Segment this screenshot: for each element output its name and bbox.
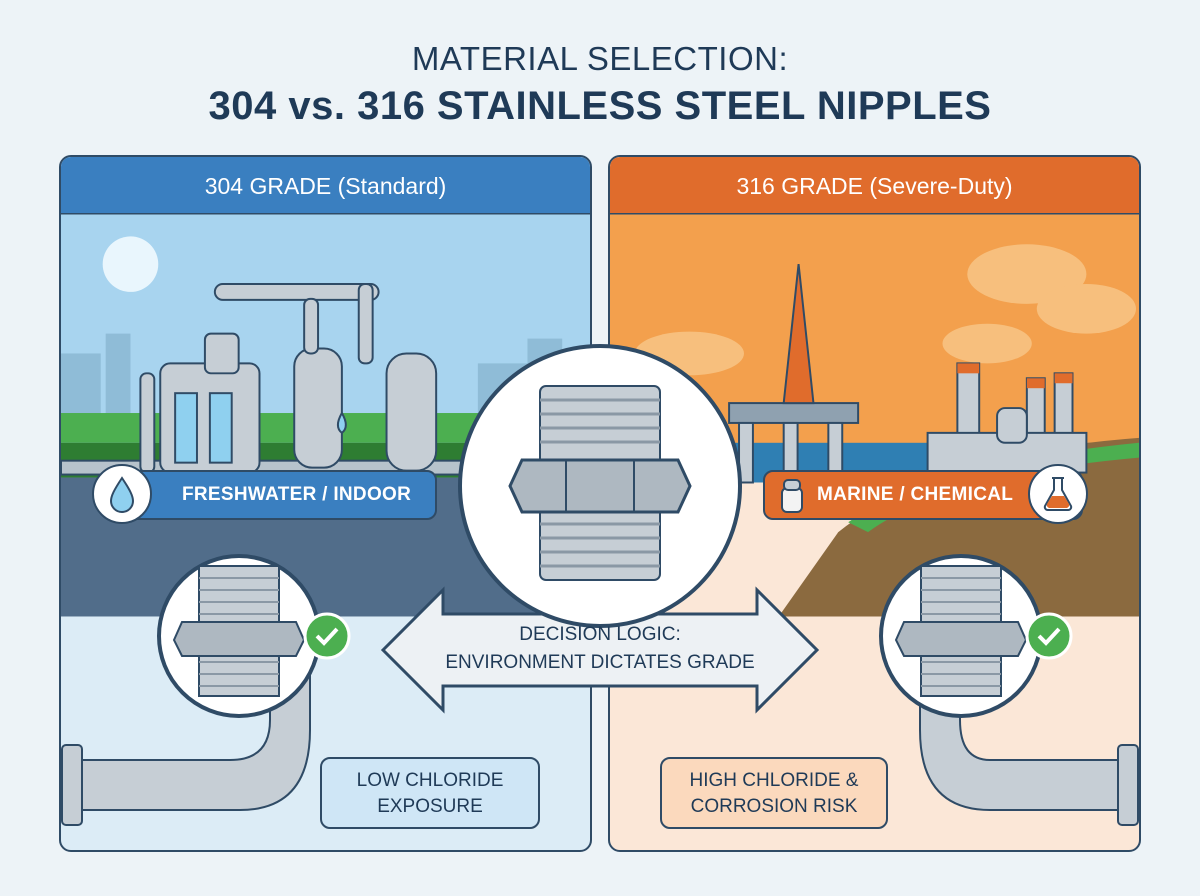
- water-drop-icon: [92, 464, 152, 524]
- high-chloride-line-2: CORROSION RISK: [690, 796, 858, 817]
- decision-logic-line-2: ENVIRONMENT DICTATES GRADE: [445, 652, 755, 673]
- decision-logic-line-1: DECISION LOGIC:: [519, 624, 681, 645]
- low-chloride-line-2: EXPOSURE: [377, 796, 483, 817]
- low-chloride-callout: LOW CHLORIDE EXPOSURE: [320, 757, 540, 829]
- title-line-1: MATERIAL SELECTION:: [411, 40, 789, 77]
- freshwater-indoor-tag: FRESHWATER / INDOOR: [120, 470, 437, 520]
- freshwater-plant-scene: [61, 214, 590, 617]
- panel-316-header: 316 GRADE (Severe-Duty): [610, 157, 1139, 215]
- marine-chemical-scene: [610, 214, 1139, 617]
- title-line-2: 304 vs. 316 STAINLESS STEEL NIPPLES: [208, 84, 992, 128]
- salt-shaker-icon: [781, 479, 803, 513]
- panel-304-header: 304 GRADE (Standard): [61, 157, 590, 215]
- decision-logic-label: DECISION LOGIC: ENVIRONMENT DICTATES GRA…: [413, 621, 787, 677]
- high-chloride-callout: HIGH CHLORIDE & CORROSION RISK: [660, 757, 888, 829]
- flask-icon: [1028, 464, 1088, 524]
- high-chloride-line-1: HIGH CHLORIDE &: [689, 770, 859, 791]
- low-chloride-line-1: LOW CHLORIDE: [356, 770, 504, 791]
